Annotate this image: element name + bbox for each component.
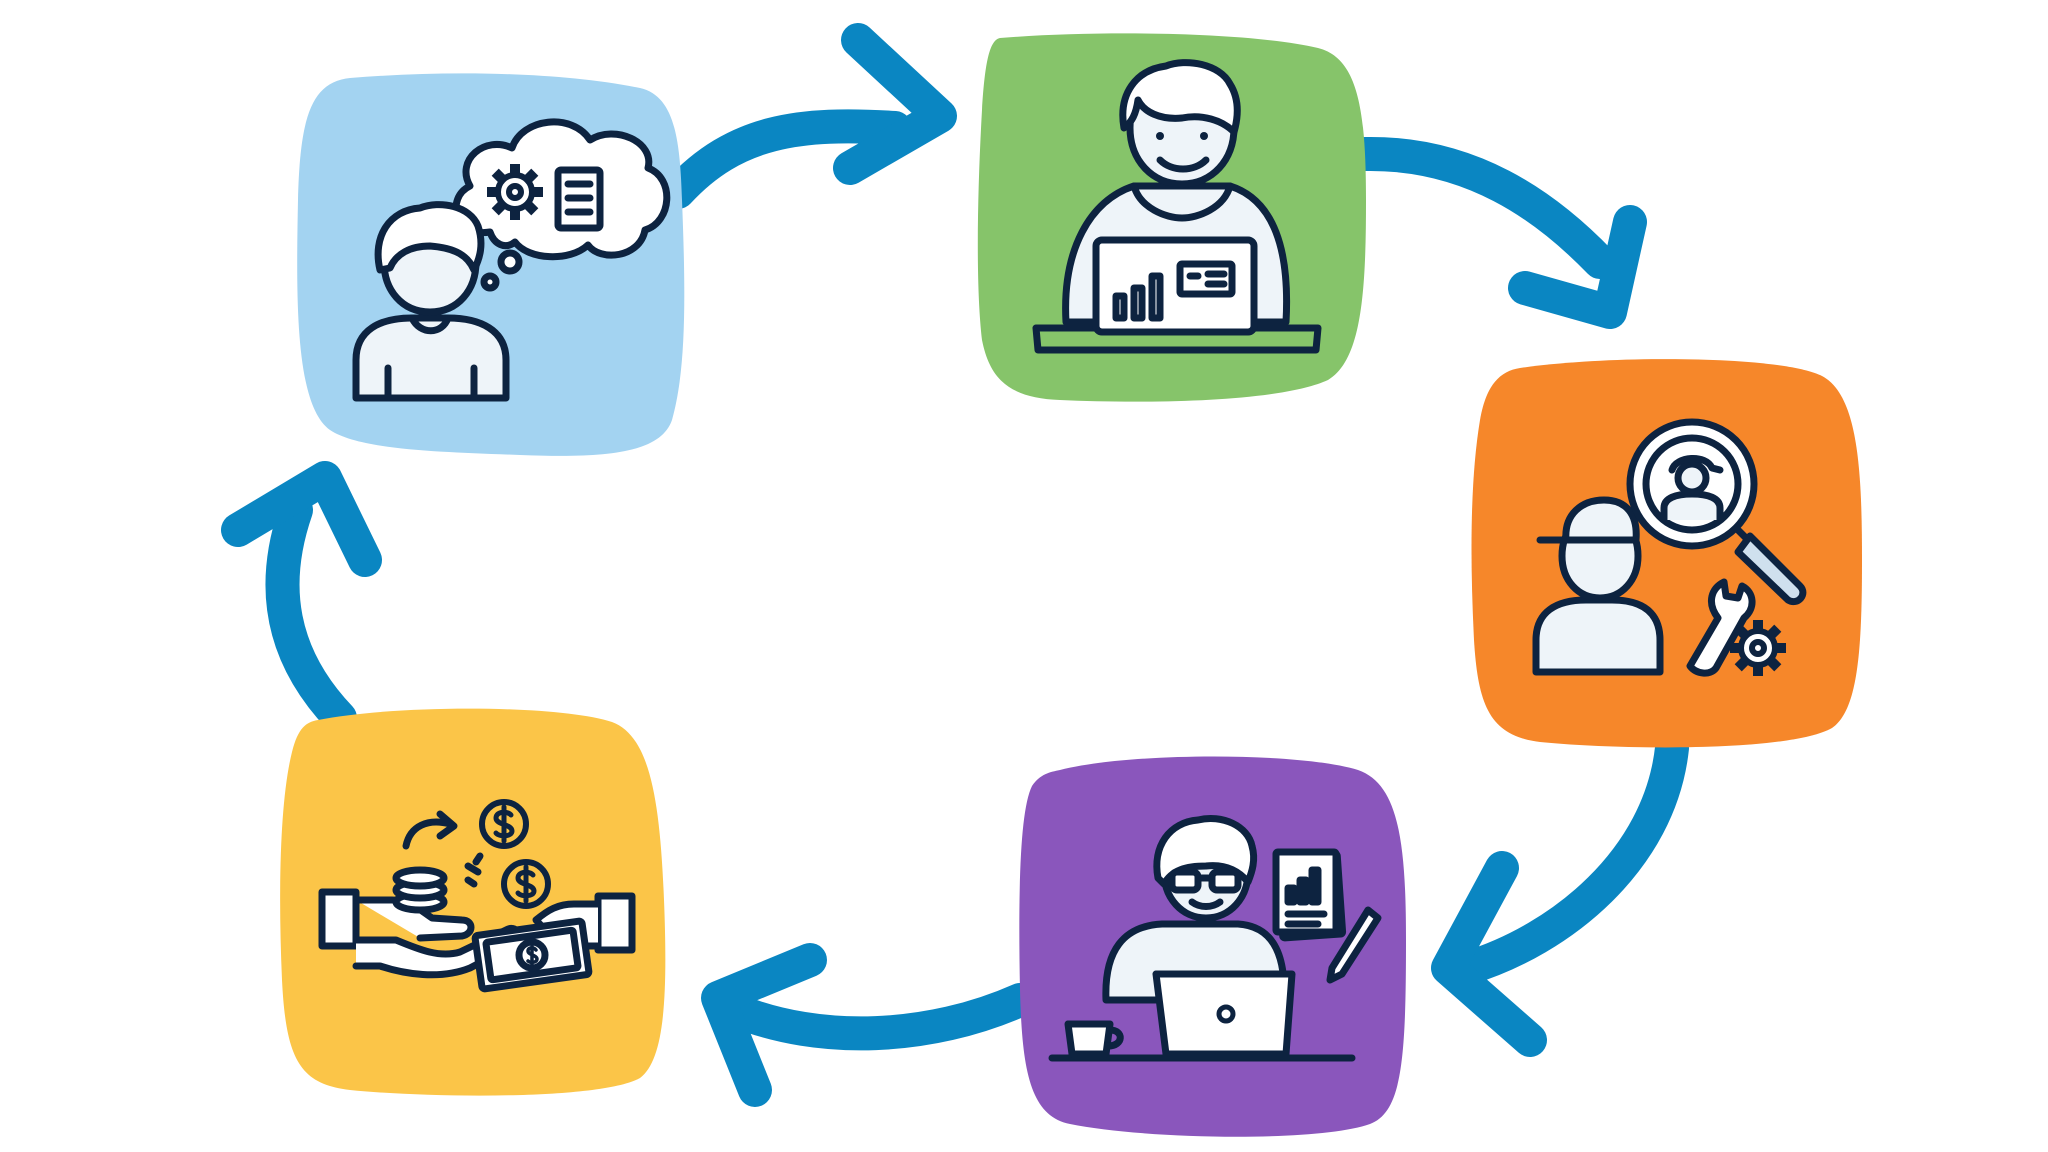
analyst-report-icon [1048,815,1382,1062]
arrow-analyze-to-pay [701,943,1037,1107]
arrow-pay-to-plan [221,461,382,735]
step-plan-card [297,73,685,456]
person-thinking-icon [352,118,671,402]
arrow-inspect-to-analyze [1431,731,1689,1057]
money-exchange-icon [318,802,636,993]
cycle-arrows [221,23,1689,1107]
person-laptop-icon [1032,59,1322,354]
arrow-plan-to-build [661,23,957,209]
arrow-build-to-inspect [1348,136,1647,329]
step-pay-card [280,708,666,1096]
step-analyze-card [1019,756,1406,1137]
step-inspect-card [1471,359,1862,748]
step-build-card [977,33,1366,402]
worker-magnifier-icon [1532,418,1807,676]
